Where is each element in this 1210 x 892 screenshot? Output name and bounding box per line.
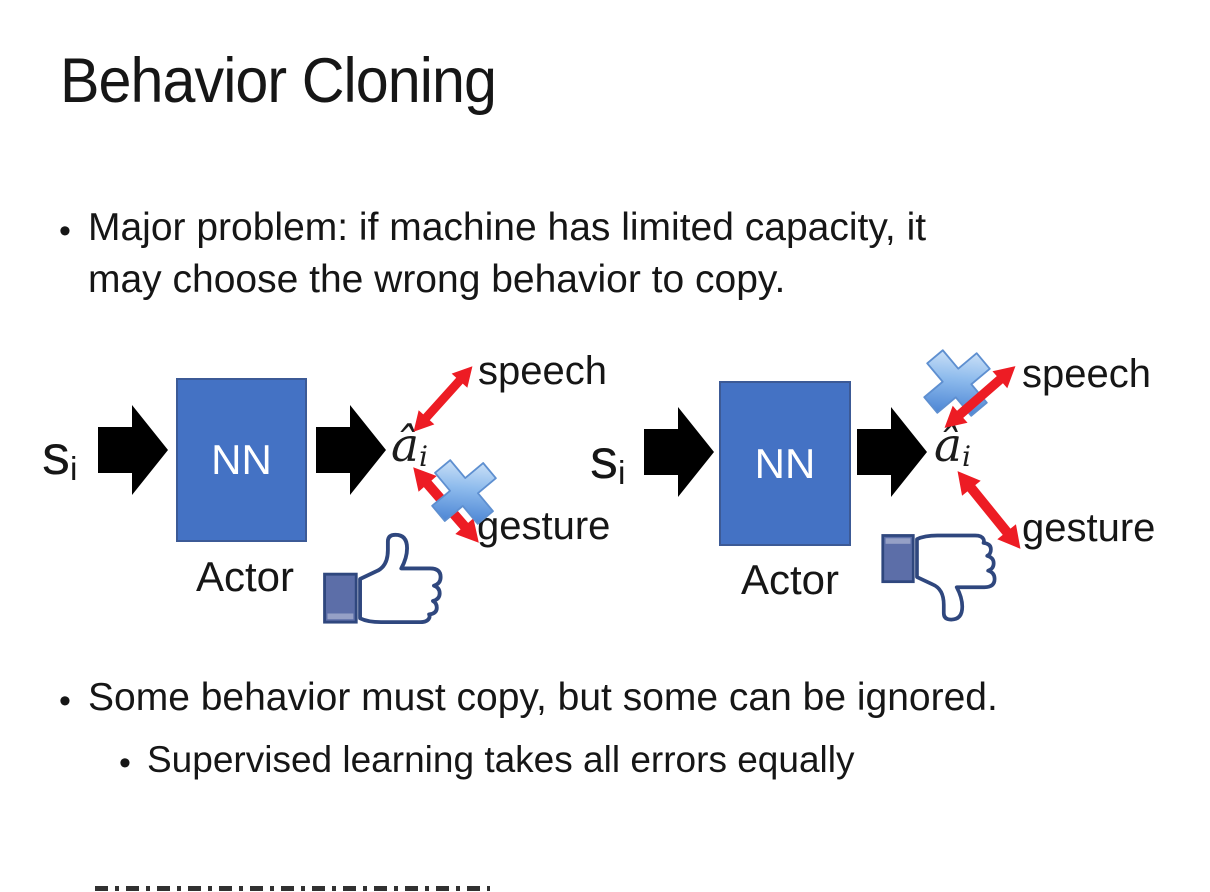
bullet-dot: •: [59, 682, 71, 720]
right-arrow-icon: [98, 405, 168, 495]
thumbs-down-icon: [881, 533, 997, 622]
action-output-label: âi: [391, 418, 429, 474]
right-arrow-icon: [644, 407, 714, 497]
actor-caption: Actor: [741, 556, 840, 603]
page-title: Behavior Cloning: [60, 46, 497, 116]
bullet-supervised: Supervised learning takes all errors equ…: [147, 739, 855, 780]
state-input-label: si: [590, 427, 626, 493]
speech-label: speech: [1022, 352, 1151, 396]
gesture-label: gesture: [1022, 506, 1156, 550]
nn-box: NN: [176, 378, 307, 542]
gesture-label: gesture: [477, 504, 611, 548]
bullet-major-line1: Major problem: if machine has limited ca…: [88, 206, 927, 249]
red-double-arrow-icon: [413, 366, 473, 432]
bullet-major-line2: may choose the wrong behavior to copy.: [88, 258, 786, 301]
right-arrow-icon: [316, 405, 386, 495]
action-output-label: âi: [934, 418, 972, 474]
red-double-arrow-icon: [957, 471, 1021, 549]
clipped-text-remnant: [95, 886, 490, 891]
thumbs-up-icon: [323, 532, 443, 625]
red-double-arrow-icon: [944, 366, 1016, 428]
nn-box-label: NN: [211, 436, 272, 483]
bullet-dot: •: [119, 744, 131, 782]
right-arrow-icon: [857, 407, 927, 497]
nn-box-label: NN: [754, 439, 816, 487]
nn-box: NN: [719, 381, 851, 546]
state-input-label: si: [42, 423, 78, 489]
cross-icon: [431, 459, 497, 525]
speech-label: speech: [478, 349, 607, 393]
actor-caption: Actor: [196, 553, 295, 600]
bullet-some-behavior: Some behavior must copy, but some can be…: [88, 676, 998, 719]
bullet-dot: •: [59, 212, 71, 250]
